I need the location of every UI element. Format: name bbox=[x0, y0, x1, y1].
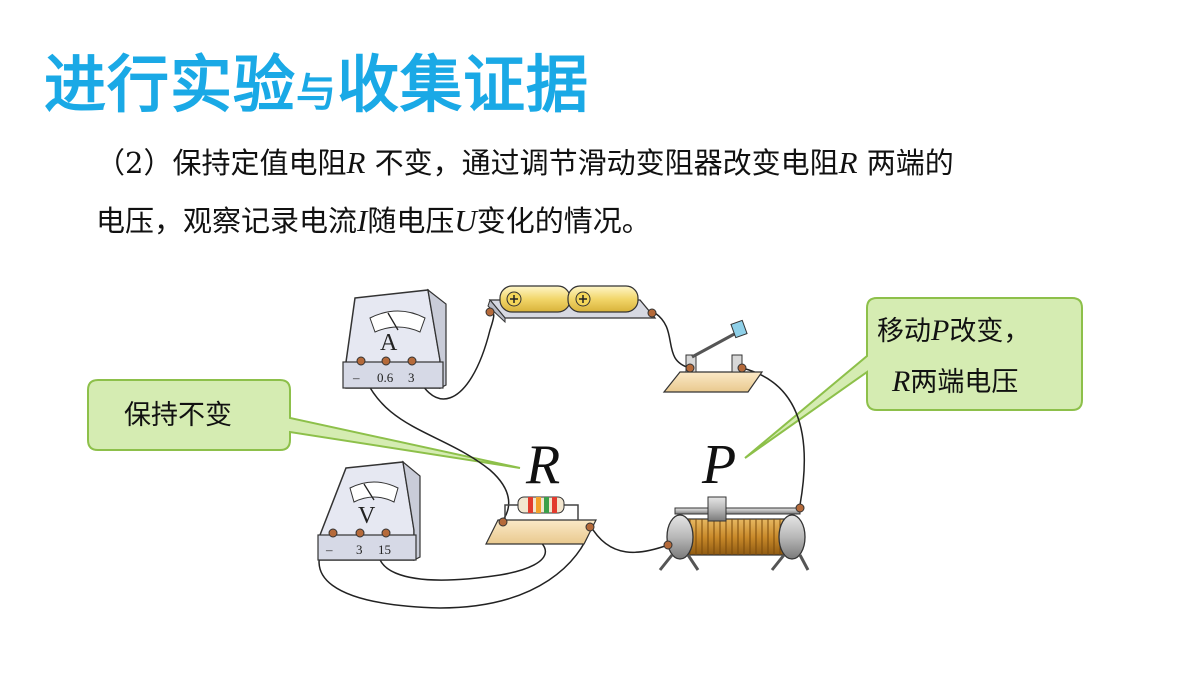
callout-right-line-2: R两端电压 bbox=[892, 365, 1019, 398]
instruction-paragraph: （2）保持定值电阻R 不变，通过调节滑动变阻器改变电阻R 两端的 电压，观察记录… bbox=[96, 134, 1126, 250]
text-segment: U bbox=[454, 203, 477, 238]
text-segment: 电压，观察记录电流 bbox=[96, 204, 358, 238]
slider-label: P bbox=[702, 434, 737, 496]
voltmeter-terminal-label: 15 bbox=[378, 542, 391, 557]
callout-right-line-1: 移动P改变， bbox=[877, 314, 1031, 347]
text-segment: R bbox=[346, 145, 366, 180]
voltmeter-terminal-label: 3 bbox=[356, 542, 363, 557]
ammeter-terminal-label: 0.6 bbox=[377, 370, 394, 385]
ammeter bbox=[342, 288, 447, 389]
voltmeter-label: V bbox=[358, 503, 376, 529]
wire bbox=[589, 524, 669, 554]
text-segment: （2）保持定值电阻 bbox=[96, 146, 347, 180]
page-title: 进行实验与收集证据 bbox=[44, 48, 590, 121]
callout-left-text: 保持不变 bbox=[124, 400, 232, 431]
voltmeter-terminal-label: – bbox=[326, 542, 333, 557]
ammeter-terminal-label: 3 bbox=[408, 370, 415, 385]
knife-switch bbox=[662, 319, 764, 393]
wire bbox=[654, 312, 691, 369]
text-segment: R bbox=[838, 145, 858, 180]
fixed-resistor bbox=[485, 496, 597, 545]
resistor-label: R bbox=[526, 434, 561, 496]
text-segment: 两端的 bbox=[857, 146, 954, 180]
callout-left-bubble bbox=[87, 379, 521, 469]
wire bbox=[318, 529, 591, 609]
ammeter-terminal-label: – bbox=[353, 370, 360, 385]
ammeter-label: A bbox=[380, 330, 398, 356]
callout-right-bubble bbox=[744, 297, 1083, 459]
text-segment: 不变，通过调节滑动变阻器改变电阻 bbox=[365, 146, 839, 180]
paragraph-line-2: 电压，观察记录电流I随电压U变化的情况。 bbox=[96, 192, 1126, 250]
battery bbox=[485, 285, 657, 324]
paragraph-line-1: （2）保持定值电阻R 不变，通过调节滑动变阻器改变电阻R 两端的 bbox=[96, 134, 1126, 192]
slide-rheostat bbox=[658, 496, 810, 571]
text-segment: 随电压 bbox=[367, 204, 455, 238]
text-segment: I bbox=[357, 203, 368, 238]
text-segment: 变化的情况。 bbox=[476, 204, 651, 238]
voltmeter bbox=[317, 460, 421, 561]
